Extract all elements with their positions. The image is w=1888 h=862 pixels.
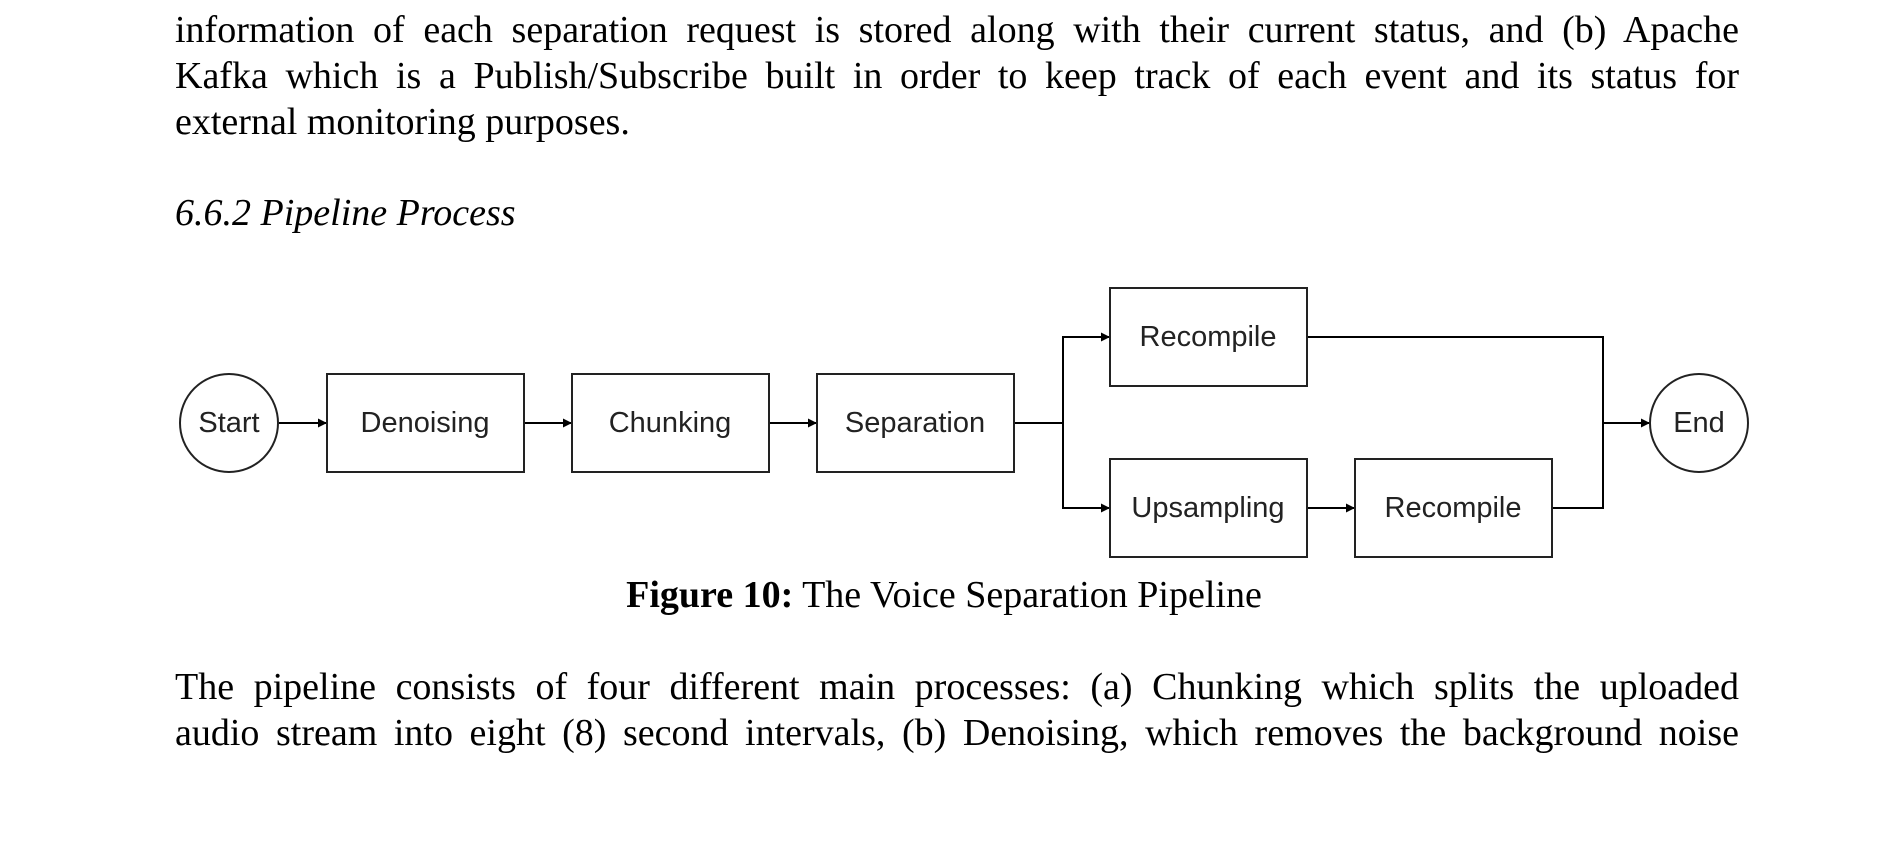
end-node bbox=[1649, 373, 1749, 473]
separation-box bbox=[816, 373, 1015, 473]
arrow-split-upsampling bbox=[1062, 423, 1110, 513]
connector-recompile-top-merge bbox=[1307, 336, 1604, 423]
figure-caption-text: The Voice Separation Pipeline bbox=[793, 574, 1262, 616]
paragraph-line: information of each separation request i… bbox=[175, 9, 1739, 51]
paragraph-top: information of each separation request i… bbox=[175, 7, 1739, 145]
paragraph-line: audio stream into eight (8) second inter… bbox=[175, 712, 1739, 754]
section-heading: 6.6.2 Pipeline Process bbox=[175, 192, 516, 234]
paragraph-line: The pipeline consists of four different … bbox=[175, 666, 1739, 708]
arrow-split-recompile-top bbox=[1062, 332, 1110, 423]
paragraph-line: external monitoring purposes. bbox=[175, 101, 630, 143]
start-label: Start bbox=[198, 407, 259, 439]
paragraph-bottom: The pipeline consists of four different … bbox=[175, 664, 1739, 756]
end-label: End bbox=[1673, 407, 1725, 439]
recompile-top-label: Recompile bbox=[1140, 321, 1277, 353]
connector-recompile-bottom-merge bbox=[1553, 423, 1604, 509]
separation-label: Separation bbox=[845, 407, 985, 439]
denoising-box bbox=[326, 373, 525, 473]
denoising-label: Denoising bbox=[361, 407, 490, 439]
figure-caption: Figure 10: The Voice Separation Pipeline bbox=[0, 572, 1888, 618]
start-node bbox=[179, 373, 279, 473]
upsampling-box bbox=[1109, 458, 1308, 558]
recompile-bottom-box bbox=[1354, 458, 1553, 558]
recompile-top-box bbox=[1109, 287, 1308, 387]
upsampling-label: Upsampling bbox=[1131, 492, 1284, 524]
chunking-label: Chunking bbox=[609, 407, 732, 439]
paragraph-line: Kafka which is a Publish/Subscribe built… bbox=[175, 55, 1739, 97]
chunking-box bbox=[571, 373, 770, 473]
figure-caption-label: Figure 10: bbox=[626, 574, 794, 616]
recompile-bottom-label: Recompile bbox=[1385, 492, 1522, 524]
